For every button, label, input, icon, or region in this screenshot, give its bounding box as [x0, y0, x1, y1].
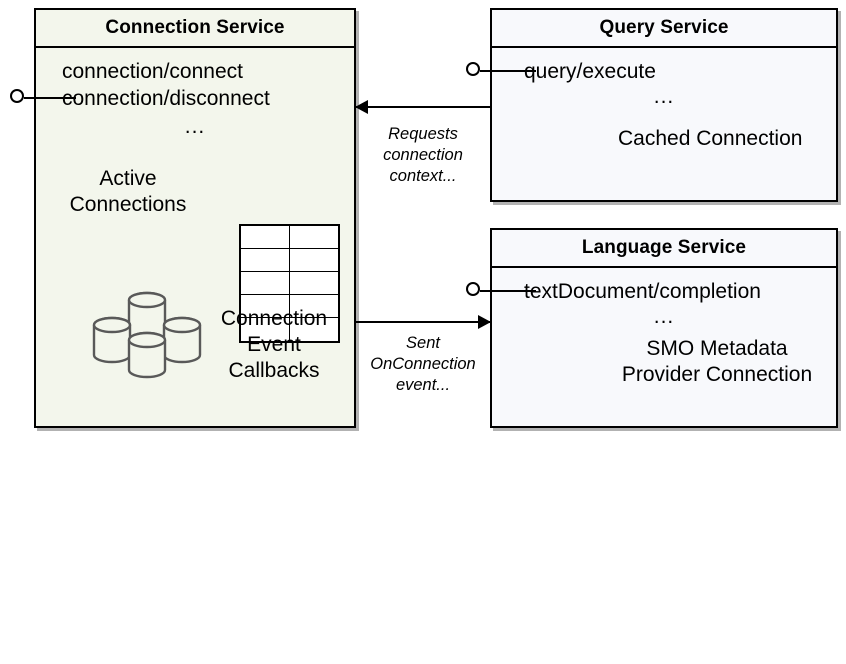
- component-connection-service[interactable]: Connection Service connection/connect co…: [34, 8, 356, 428]
- grid-cell: [241, 295, 290, 318]
- grid-cell: [289, 295, 338, 318]
- component-query-service[interactable]: Query Service query/execute ... Cached C…: [490, 8, 838, 202]
- grid-cell: [241, 318, 290, 341]
- grid-cell: [241, 249, 290, 272]
- connection-event-callbacks-label: Connection Event Callbacks: [220, 307, 328, 382]
- diagram-canvas: Connection Service connection/connect co…: [10, 8, 838, 428]
- arrow-head-left-icon: [355, 100, 368, 114]
- language-service-api-list: textDocument/completion: [524, 280, 761, 303]
- lollipop-stem: [480, 70, 536, 72]
- edge-query-to-connection-line: [356, 106, 490, 108]
- language-service-api-ellipsis: ...: [653, 305, 675, 328]
- lollipop-circle-icon: [466, 62, 480, 76]
- active-connections-label: Active Connections: [69, 167, 187, 216]
- query-service-api-ellipsis: ...: [653, 85, 675, 108]
- lollipop-stem: [24, 97, 76, 99]
- lollipop-stem: [480, 290, 536, 292]
- edge-connection-to-language-label: Sent OnConnection event...: [370, 334, 476, 394]
- connection-service-title: Connection Service: [36, 10, 354, 48]
- table-grid-icon: [239, 224, 340, 343]
- cached-connection-label: Cached Connection: [618, 127, 803, 150]
- connection-service-api-ellipsis: ...: [184, 115, 206, 138]
- lollipop-circle-icon: [10, 89, 24, 103]
- language-service-title: Language Service: [492, 230, 836, 268]
- smo-metadata-provider-connection-label: SMO Metadata Provider Connection: [621, 337, 813, 386]
- component-language-service[interactable]: Language Service textDocument/completion…: [490, 228, 838, 428]
- query-service-body: query/execute ... Cached Connection: [492, 48, 836, 200]
- lollipop-circle-icon: [466, 282, 480, 296]
- grid-cell: [289, 272, 338, 295]
- grid-cell: [289, 226, 338, 249]
- connection-service-api-list: connection/connect connection/disconnect: [62, 60, 270, 110]
- edge-connection-to-language-line: [356, 321, 490, 323]
- grid-cell: [241, 226, 290, 249]
- connection-service-body: connection/connect connection/disconnect…: [36, 48, 354, 426]
- language-service-body: textDocument/completion ... SMO Metadata…: [492, 268, 836, 426]
- query-service-api-list: query/execute: [524, 60, 656, 83]
- query-service-title: Query Service: [492, 10, 836, 48]
- arrow-head-right-icon: [478, 315, 491, 329]
- grid-cell: [241, 272, 290, 295]
- database-cluster-icon: [88, 288, 206, 380]
- edge-query-to-connection-label: Requests connection context...: [383, 125, 463, 185]
- grid-cell: [289, 249, 338, 272]
